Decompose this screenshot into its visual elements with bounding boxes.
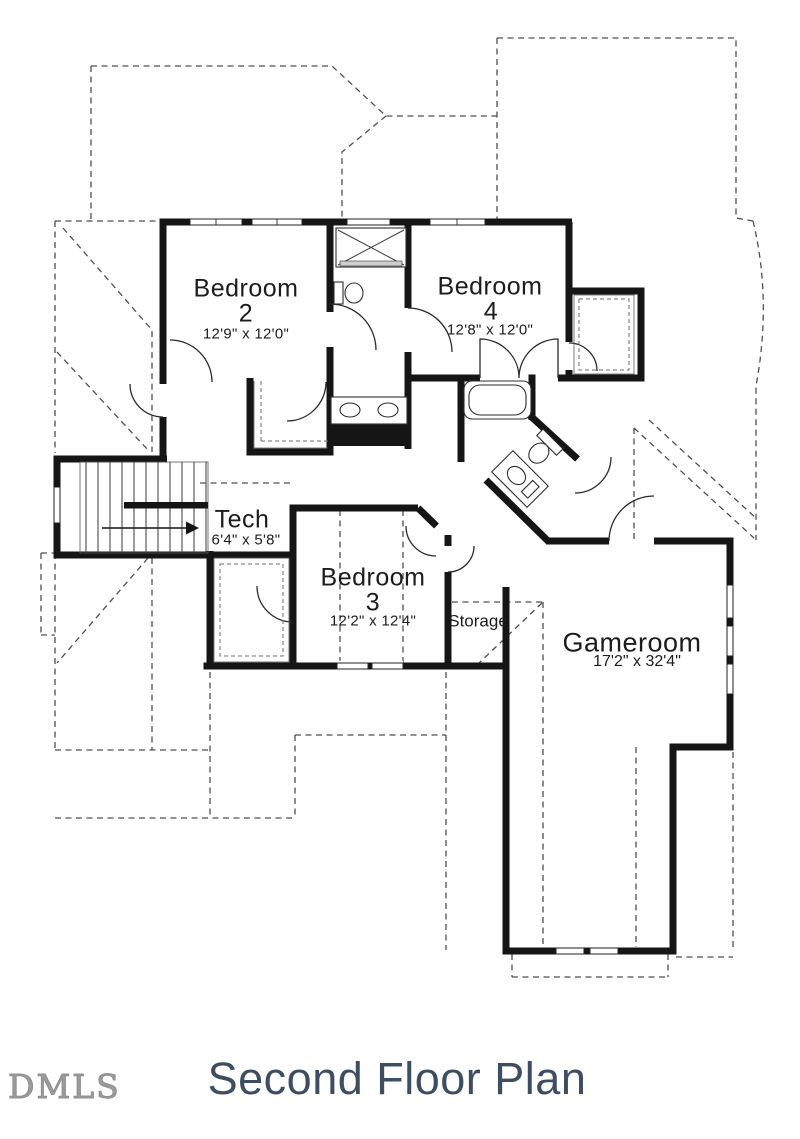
window	[724, 625, 736, 657]
bedroom3-label: Bedroom	[320, 563, 426, 592]
staircase	[79, 461, 209, 554]
gameroom-label: Gameroom	[562, 627, 702, 658]
hall-to-gameroom-door-arc	[574, 456, 612, 494]
windows	[51, 216, 736, 957]
roof-outline-dashed	[40, 37, 764, 978]
bedroom4-dimensions: 12'8" x 12'0"	[446, 321, 534, 339]
window	[251, 216, 303, 228]
tech-label: Tech	[214, 505, 270, 534]
tech-dimensions: 6'4" x 5'8"	[211, 531, 281, 549]
bedroom2-door-arc	[169, 339, 213, 383]
door-swings	[129, 303, 655, 623]
window	[429, 216, 486, 228]
bedroom2-dimensions: 12'9" x 12'0"	[202, 325, 290, 343]
bathtub	[463, 380, 532, 420]
bedroom4-number: 4	[483, 297, 499, 326]
window	[189, 216, 243, 228]
bedroom4-double-door-arcs	[479, 338, 559, 379]
gameroom-door-arc	[608, 495, 655, 542]
page-title: Second Floor Plan	[207, 1053, 587, 1104]
bedroom3-dimensions: 12'2" x 12'4"	[329, 612, 417, 630]
window	[724, 663, 736, 695]
bedroom2-label: Bedroom	[193, 274, 299, 303]
watermark: DMLS	[8, 1067, 121, 1107]
bedroom3-closet-shelving	[213, 557, 290, 663]
window	[724, 584, 736, 619]
stair-handrail	[124, 502, 208, 509]
window	[589, 945, 619, 957]
vanity-back-wall	[331, 424, 407, 446]
bedroom3-number: 3	[365, 588, 381, 617]
window	[555, 945, 585, 957]
bedroom3-closet-door-arc	[256, 585, 294, 623]
bedroom4-closet-door-arc	[568, 342, 598, 372]
bedroom4-closet-shelving	[573, 294, 635, 375]
ceiling-break-lines	[200, 482, 404, 663]
walls	[53, 218, 734, 955]
corner-vanity	[490, 449, 550, 509]
stair-direction-arrow-icon	[102, 521, 199, 535]
shower	[335, 227, 407, 268]
bathroom-door-arc	[329, 303, 377, 351]
storage-door-arc	[447, 545, 475, 573]
gameroom-dimensions: 17'2" x 32'4"	[593, 653, 681, 670]
window	[336, 660, 369, 672]
bedroom4-label: Bedroom	[437, 272, 543, 301]
window	[51, 486, 63, 524]
bedroom4-door-arc	[407, 307, 453, 353]
bedroom2-closet-shelving	[253, 381, 328, 449]
toilet-icon	[333, 281, 364, 305]
double-sink-vanity	[330, 396, 408, 425]
window	[371, 660, 404, 672]
window	[346, 216, 391, 228]
hall-door-arc	[129, 383, 164, 418]
bedroom2-number: 2	[238, 299, 254, 328]
bedroom3-door-arc	[405, 525, 437, 557]
bedroom2-closet-door-arc	[286, 381, 327, 422]
storage-label: Storage	[448, 611, 508, 631]
corner-toilet-icon	[528, 428, 564, 464]
